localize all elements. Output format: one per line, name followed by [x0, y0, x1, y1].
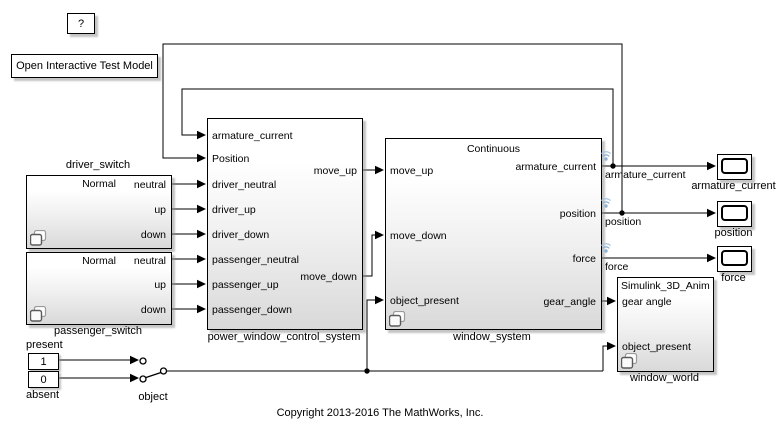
port-label-gear-angle: gear_angle — [543, 296, 596, 308]
manual-switch-name: object — [138, 391, 168, 403]
passenger-switch-name: passenger_switch — [53, 325, 143, 337]
driver-switch-block[interactable]: Normal neutral up down — [26, 175, 172, 249]
subsystem-icon — [621, 353, 638, 369]
scope-screen — [721, 158, 748, 174]
subsystem-icon — [30, 230, 47, 246]
scope-screen — [721, 205, 748, 221]
port-label-down: down — [140, 304, 166, 316]
port-label-passenger-up: passenger_up — [212, 279, 279, 291]
scope-force[interactable] — [717, 246, 752, 272]
port-label-armature-current: armature_current — [212, 130, 293, 142]
passenger-switch-mode: Normal — [82, 255, 116, 267]
junction-dots — [364, 163, 625, 374]
port-label-down: down — [140, 229, 166, 241]
help-button[interactable]: ? — [67, 13, 95, 34]
subsystem-icon — [389, 311, 406, 327]
driver-switch-mode: Normal — [82, 178, 116, 190]
open-interactive-test-model-button[interactable]: Open Interactive Test Model — [11, 54, 158, 78]
power-window-control-system-block[interactable]: armature_current Position driver_neutral… — [207, 118, 363, 330]
port-label-move-down: move_down — [300, 271, 357, 283]
constant-absent-label: absent — [26, 389, 60, 401]
logging-badge-icon[interactable] — [601, 193, 614, 210]
constant-present-value: 1 — [40, 355, 47, 368]
port-label-move-up: move_up — [313, 165, 357, 177]
constant-absent-value: 0 — [40, 373, 47, 386]
open-interactive-test-model-label: Open Interactive Test Model — [16, 60, 153, 72]
constant-present-block[interactable]: 1 — [28, 353, 59, 370]
window-system-block[interactable]: Continuous move_up move_down object_pres… — [385, 138, 602, 330]
driver-switch-name: driver_switch — [65, 159, 131, 171]
help-button-label: ? — [77, 17, 85, 30]
manual-switch-icon[interactable] — [139, 357, 168, 383]
port-label-armature-current: armature_current — [515, 161, 596, 173]
port-label-driver-down: driver_down — [212, 229, 270, 241]
port-label-up: up — [154, 204, 166, 216]
window-system-annotation: Continuous — [466, 143, 521, 155]
signal-label-position: position — [605, 216, 642, 228]
scope-screen — [721, 250, 748, 266]
logging-badge-icon[interactable] — [601, 238, 614, 255]
copyright-annotation: Copyright 2013-2016 The MathWorks, Inc. — [276, 407, 484, 419]
arrowheads — [130, 130, 716, 383]
port-label-object-present: object_present — [390, 295, 459, 307]
port-label-object-present: object_present — [622, 341, 691, 353]
subsystem-icon — [30, 306, 47, 322]
window-world-annotation: Simulink_3D_Animat — [621, 280, 710, 292]
signal-label-armature-current: armature_current — [605, 169, 686, 181]
port-label-gear-angle: gear angle — [622, 296, 672, 308]
passenger-switch-block[interactable]: Normal neutral up down — [26, 252, 172, 325]
scope-armature-current[interactable] — [717, 154, 752, 180]
window-world-block[interactable]: Simulink_3D_Animat gear angle object_pre… — [617, 277, 714, 372]
port-label-up: up — [154, 279, 166, 291]
port-label-neutral: neutral — [133, 255, 166, 267]
constant-present-label: present — [26, 339, 63, 351]
port-label-passenger-down: passenger_down — [212, 304, 292, 316]
power-window-control-system-name: power_window_control_system — [207, 331, 361, 343]
port-label-force: force — [572, 253, 596, 265]
port-label-neutral: neutral — [133, 179, 166, 191]
port-label-move-down: move_down — [390, 230, 447, 242]
window-system-name: window_system — [453, 331, 531, 343]
port-label-driver-up: driver_up — [212, 204, 256, 216]
port-label-driver-neutral: driver_neutral — [212, 179, 277, 191]
port-label-position: position — [559, 208, 596, 220]
port-label-position: Position — [212, 153, 250, 165]
scope-position-name: position — [714, 227, 753, 239]
wire-armature-feedback — [181, 88, 614, 166]
logging-badge-icon[interactable] — [601, 146, 614, 163]
wire-position-feedback — [162, 43, 623, 213]
scope-position[interactable] — [717, 201, 752, 227]
constant-absent-block[interactable]: 0 — [28, 371, 59, 388]
port-label-move-up: move_up — [390, 165, 434, 177]
port-label-passenger-neutral: passenger_neutral — [212, 254, 299, 266]
scope-force-name: force — [721, 272, 746, 284]
window-world-name: window_world — [629, 372, 700, 384]
signal-label-force: force — [605, 261, 629, 273]
wire-move-down — [361, 234, 377, 277]
scope-armature-current-name: armature_current — [691, 180, 776, 192]
